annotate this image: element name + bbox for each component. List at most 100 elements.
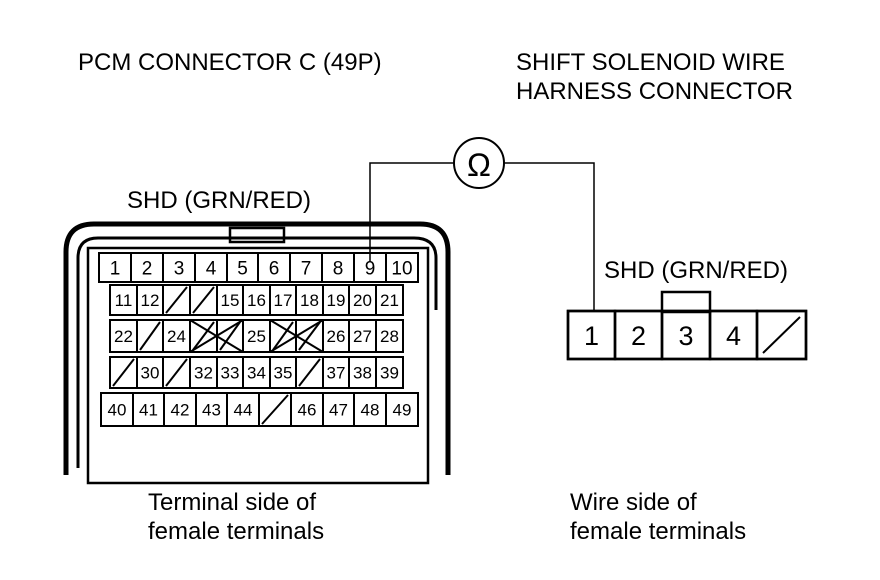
pcm-terminal-number: 49 — [393, 401, 412, 420]
solenoid-terminal-number: 2 — [631, 321, 646, 351]
solenoid-terminal-3: 3 — [660, 309, 712, 361]
pcm-terminal-number: 21 — [380, 291, 399, 310]
pcm-terminal-2: 2 — [130, 252, 164, 283]
pcm-cavity-cross — [269, 319, 324, 353]
pcm-terminal-empty — [295, 356, 324, 389]
pcm-terminal-number: 11 — [115, 291, 133, 310]
pcm-terminal-41: 41 — [132, 392, 165, 427]
pcm-terminal-35: 35 — [269, 356, 297, 389]
solenoid-terminal-4: 4 — [708, 309, 759, 361]
pcm-terminal-28: 28 — [375, 319, 404, 353]
pcm-terminal-39: 39 — [375, 356, 404, 389]
pcm-terminal-number: 7 — [301, 258, 312, 279]
pcm-terminal-empty — [162, 284, 191, 316]
pcm-terminal-44: 44 — [226, 392, 260, 427]
solenoid-terminal-2: 2 — [613, 309, 664, 361]
pcm-terminal-34: 34 — [242, 356, 271, 389]
pcm-terminal-3: 3 — [162, 252, 196, 283]
solenoid-terminal-number: 4 — [726, 321, 741, 351]
probe-lead-pcm — [369, 162, 454, 262]
solenoid-caption-line1: Wire side of — [570, 489, 697, 516]
pcm-terminal-33: 33 — [216, 356, 244, 389]
pcm-terminal-number: 15 — [221, 291, 240, 310]
solenoid-terminal-number: 3 — [678, 321, 693, 351]
pcm-terminal-number: 38 — [353, 364, 372, 383]
pcm-cavity-cross — [189, 319, 244, 353]
pcm-terminal-11: 11 — [109, 284, 138, 316]
pcm-terminal-1: 1 — [98, 252, 132, 283]
pcm-terminal-empty — [269, 319, 297, 353]
pcm-connector-housing — [63, 221, 451, 485]
pcm-terminal-24: 24 — [162, 319, 191, 353]
pcm-terminal-37: 37 — [322, 356, 350, 389]
pcm-terminal-number: 44 — [234, 401, 253, 420]
pcm-terminal-32: 32 — [189, 356, 218, 389]
pcm-terminal-30: 30 — [136, 356, 164, 389]
pcm-terminal-number: 30 — [141, 364, 160, 383]
pcm-terminal-number: 40 — [108, 401, 127, 420]
pcm-terminal-number: 2 — [142, 258, 153, 279]
pcm-terminal-6: 6 — [257, 252, 291, 283]
pcm-terminal-22: 22 — [109, 319, 138, 353]
pcm-terminal-number: 5 — [237, 258, 248, 279]
pcm-terminal-empty — [189, 284, 218, 316]
pcm-terminal-empty — [295, 319, 324, 353]
pcm-terminal-number: 22 — [114, 327, 133, 346]
pcm-terminal-empty — [109, 356, 138, 389]
pcm-terminal-number: 9 — [365, 258, 376, 279]
solenoid-terminal-number: 1 — [584, 321, 599, 351]
solenoid-connector-title-line1: SHIFT SOLENOID WIRE — [516, 49, 785, 76]
pcm-terminal-15: 15 — [216, 284, 244, 316]
pcm-terminal-20: 20 — [348, 284, 377, 316]
pcm-terminal-25: 25 — [242, 319, 271, 353]
ohmmeter-icon: Ω — [453, 137, 505, 189]
pcm-terminal-number: 20 — [353, 291, 372, 310]
pcm-terminal-47: 47 — [322, 392, 355, 427]
pcm-terminal-number: 6 — [269, 258, 280, 279]
pcm-terminal-number: 4 — [206, 258, 217, 279]
pcm-terminal-number: 37 — [327, 364, 346, 383]
pcm-caption-line2: female terminals — [148, 518, 325, 545]
pcm-terminal-number: 43 — [202, 401, 221, 420]
pcm-terminal-number: 10 — [391, 258, 412, 279]
pcm-terminal-21: 21 — [375, 284, 404, 316]
pcm-terminal-4: 4 — [194, 252, 228, 283]
pcm-terminal-number: 8 — [333, 258, 344, 279]
pcm-terminal-number: 47 — [329, 401, 348, 420]
pcm-terminal-27: 27 — [348, 319, 377, 353]
pcm-terminal-12: 12 — [136, 284, 164, 316]
pcm-terminal-number: 3 — [174, 258, 185, 279]
pcm-terminal-16: 16 — [242, 284, 271, 316]
pcm-terminal-empty — [136, 319, 164, 353]
pcm-terminal-42: 42 — [163, 392, 197, 427]
pcm-terminal-10: 10 — [385, 252, 419, 283]
pcm-terminal-number: 27 — [353, 327, 372, 346]
pcm-terminal-number: 33 — [221, 364, 240, 383]
pcm-terminal-number: 41 — [139, 401, 158, 420]
solenoid-terminal-grid: 1 2 3 4 — [566, 309, 808, 361]
pcm-terminal-26: 26 — [322, 319, 350, 353]
pcm-terminal-7: 7 — [289, 252, 323, 283]
pcm-terminal-number: 42 — [171, 401, 190, 420]
pcm-terminal-number: 17 — [274, 291, 293, 310]
pcm-terminal-8: 8 — [321, 252, 355, 283]
pcm-terminal-40: 40 — [100, 392, 134, 427]
pcm-terminal-43: 43 — [195, 392, 228, 427]
pcm-terminal-number: 46 — [298, 401, 317, 420]
pcm-terminal-number: 19 — [327, 291, 346, 310]
pcm-terminal-empty — [189, 319, 218, 353]
pcm-terminal-number: 28 — [380, 327, 399, 346]
pcm-terminal-number: 25 — [247, 327, 266, 346]
pcm-terminal-empty — [216, 319, 244, 353]
pcm-terminal-number: 12 — [141, 291, 160, 310]
pcm-terminal-empty — [162, 356, 191, 389]
pcm-terminal-number: 39 — [380, 364, 399, 383]
pcm-terminal-number: 1 — [110, 258, 121, 279]
ohm-symbol: Ω — [467, 147, 491, 183]
pcm-terminal-number: 26 — [327, 327, 346, 346]
pcm-terminal-number: 24 — [167, 327, 186, 346]
solenoid-caption-line2: female terminals — [570, 518, 747, 545]
pcm-terminal-number: 34 — [247, 364, 266, 383]
